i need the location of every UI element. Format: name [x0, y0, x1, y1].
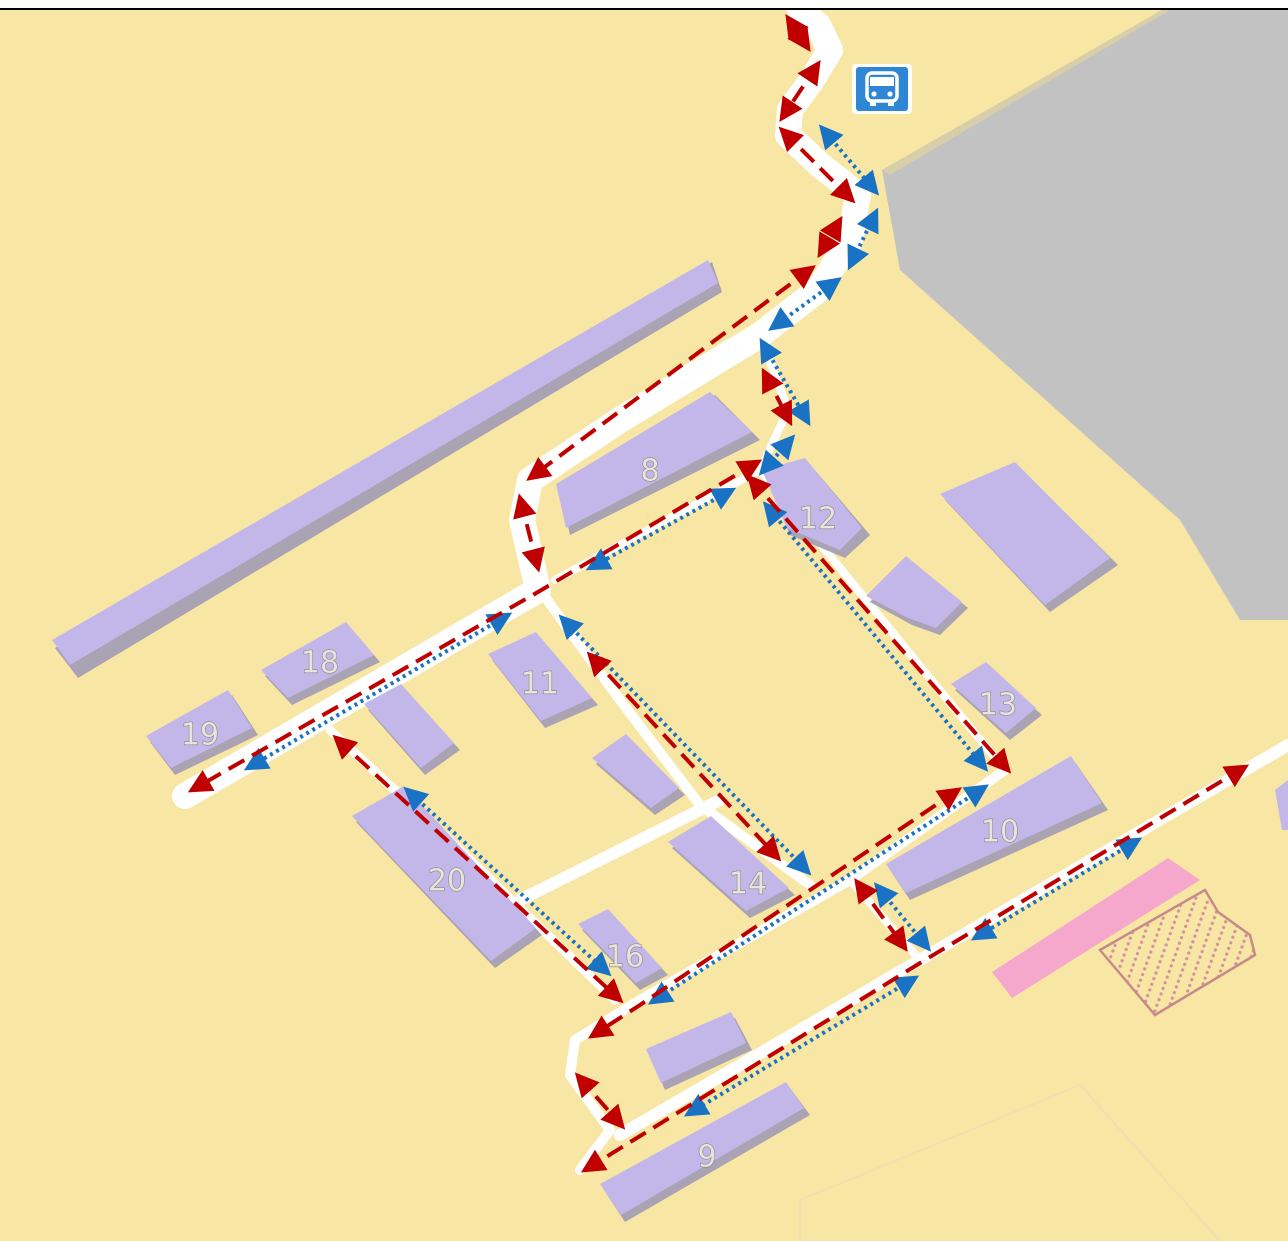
building-label-9: 9	[697, 1140, 716, 1175]
building-label-11: 11	[521, 667, 559, 702]
building-label-19: 19	[181, 718, 219, 753]
building-label-12: 12	[799, 502, 837, 537]
bus-stop-icon[interactable]	[852, 64, 912, 114]
parking-lot	[882, 10, 1288, 620]
building-label-16: 16	[606, 940, 644, 975]
building-label-13: 13	[979, 688, 1017, 723]
bus-icon-background	[856, 67, 908, 111]
building-label-18: 18	[301, 646, 339, 681]
building-label-8: 8	[640, 454, 659, 489]
bus-icon	[865, 71, 899, 106]
building-label-20: 20	[428, 864, 466, 899]
building-label-14: 14	[729, 867, 767, 902]
building-label-10: 10	[981, 815, 1019, 850]
frame-top-rule	[0, 8, 1288, 10]
route-dashed	[187, 14, 1250, 1173]
building-far-right-edge	[1275, 780, 1288, 830]
parking-edge	[882, 10, 1170, 175]
